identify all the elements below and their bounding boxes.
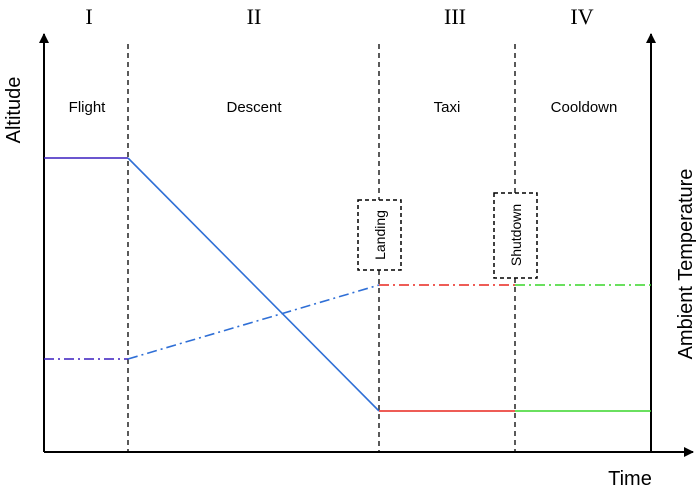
phase-label-descent: Descent	[226, 99, 282, 116]
phase-numeral-1: I	[85, 4, 92, 29]
landing-event-box	[357, 199, 402, 271]
phase-numeral-3: III	[444, 4, 466, 29]
phase-label-taxi: Taxi	[434, 99, 461, 116]
phase-numeral-4: IV	[570, 4, 593, 29]
temperature-descent-line	[127, 284, 380, 360]
y-axis-left-title: Altitude	[3, 77, 25, 144]
phase-numeral-2: II	[247, 4, 262, 29]
shutdown-label: Shutdown	[508, 204, 524, 266]
phase-label-flight: Flight	[69, 99, 107, 116]
shutdown-event-box	[493, 192, 538, 279]
y-axis-right-title: Ambient Temperature	[675, 169, 697, 360]
altitude-descent-line	[127, 157, 380, 412]
phase-label-cooldown: Cooldown	[551, 99, 618, 116]
x-axis-title: Time	[608, 468, 652, 490]
landing-label: Landing	[372, 210, 388, 260]
